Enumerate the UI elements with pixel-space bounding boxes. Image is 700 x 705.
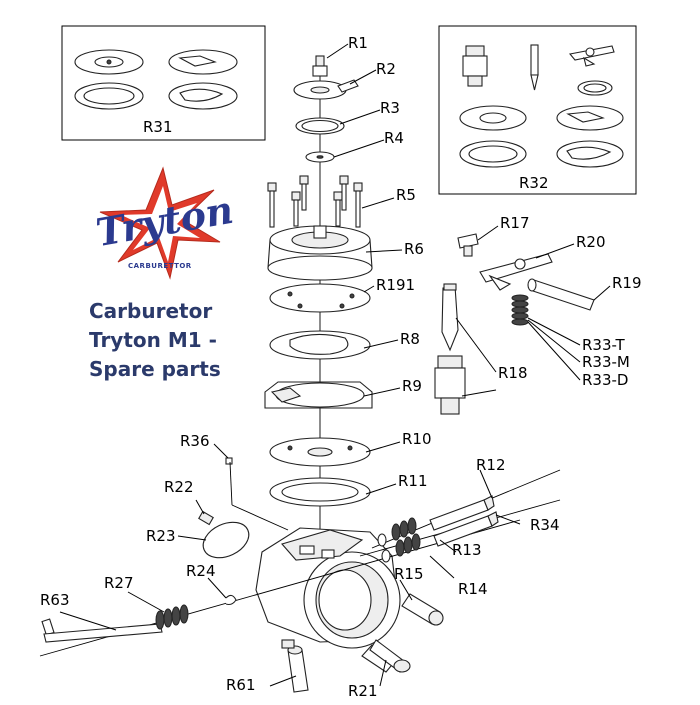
label-r15: R15 bbox=[394, 565, 424, 583]
label-r34: R34 bbox=[530, 516, 560, 534]
label-r4: R4 bbox=[384, 129, 404, 147]
label-r19: R19 bbox=[612, 274, 642, 292]
page-title: Carburetor Tryton M1 - Spare parts bbox=[89, 299, 221, 381]
label-r61: R61 bbox=[226, 676, 256, 694]
label-r1: R1 bbox=[348, 34, 368, 52]
title-line-3: Spare parts bbox=[89, 357, 221, 381]
label-r3: R3 bbox=[380, 99, 400, 117]
logo-subtitle: CARBURETTOR bbox=[128, 262, 192, 270]
label-r63: R63 bbox=[40, 591, 70, 609]
label-r6: R6 bbox=[404, 240, 424, 258]
label-r17: R17 bbox=[500, 214, 530, 232]
label-r191: R191 bbox=[376, 276, 415, 294]
label-r14: R14 bbox=[458, 580, 488, 598]
label-r9: R9 bbox=[402, 377, 422, 395]
leader-lines bbox=[59, 43, 611, 687]
needle-lever-group bbox=[434, 233, 595, 415]
label-r5: R5 bbox=[396, 186, 416, 204]
label-r13: R13 bbox=[452, 541, 482, 559]
label-r36: R36 bbox=[180, 432, 210, 450]
label-r11: R11 bbox=[398, 472, 428, 490]
label-r21: R21 bbox=[348, 682, 378, 700]
label-r18: R18 bbox=[498, 364, 528, 382]
carburetor-body bbox=[39, 457, 561, 693]
kit-box-r32-label: R32 bbox=[519, 174, 549, 192]
label-r33-d: R33-D bbox=[582, 371, 628, 389]
label-r8: R8 bbox=[400, 330, 420, 348]
label-r23: R23 bbox=[146, 527, 176, 545]
label-r20: R20 bbox=[576, 233, 606, 251]
label-r10: R10 bbox=[402, 430, 432, 448]
tryton-logo: Tryton CARBURETTOR bbox=[93, 166, 237, 280]
part-labels: R1 R2 R3 R4 R5 R6 R191 R8 R9 R10 R11 R17… bbox=[40, 34, 642, 700]
title-line-1: Carburetor bbox=[89, 299, 212, 323]
label-r2: R2 bbox=[376, 60, 396, 78]
center-stack bbox=[264, 55, 373, 540]
kit-box-r31: R31 bbox=[61, 25, 266, 141]
label-r27: R27 bbox=[104, 574, 134, 592]
label-r24: R24 bbox=[186, 562, 216, 580]
kit-box-r31-label: R31 bbox=[143, 118, 173, 136]
label-r22: R22 bbox=[164, 478, 194, 496]
label-r33-t: R33-T bbox=[582, 336, 626, 354]
label-r33-m: R33-M bbox=[582, 353, 630, 371]
title-line-2: Tryton M1 - bbox=[89, 328, 217, 352]
kit-box-r32: R32 bbox=[438, 25, 637, 195]
label-r12: R12 bbox=[476, 456, 506, 474]
